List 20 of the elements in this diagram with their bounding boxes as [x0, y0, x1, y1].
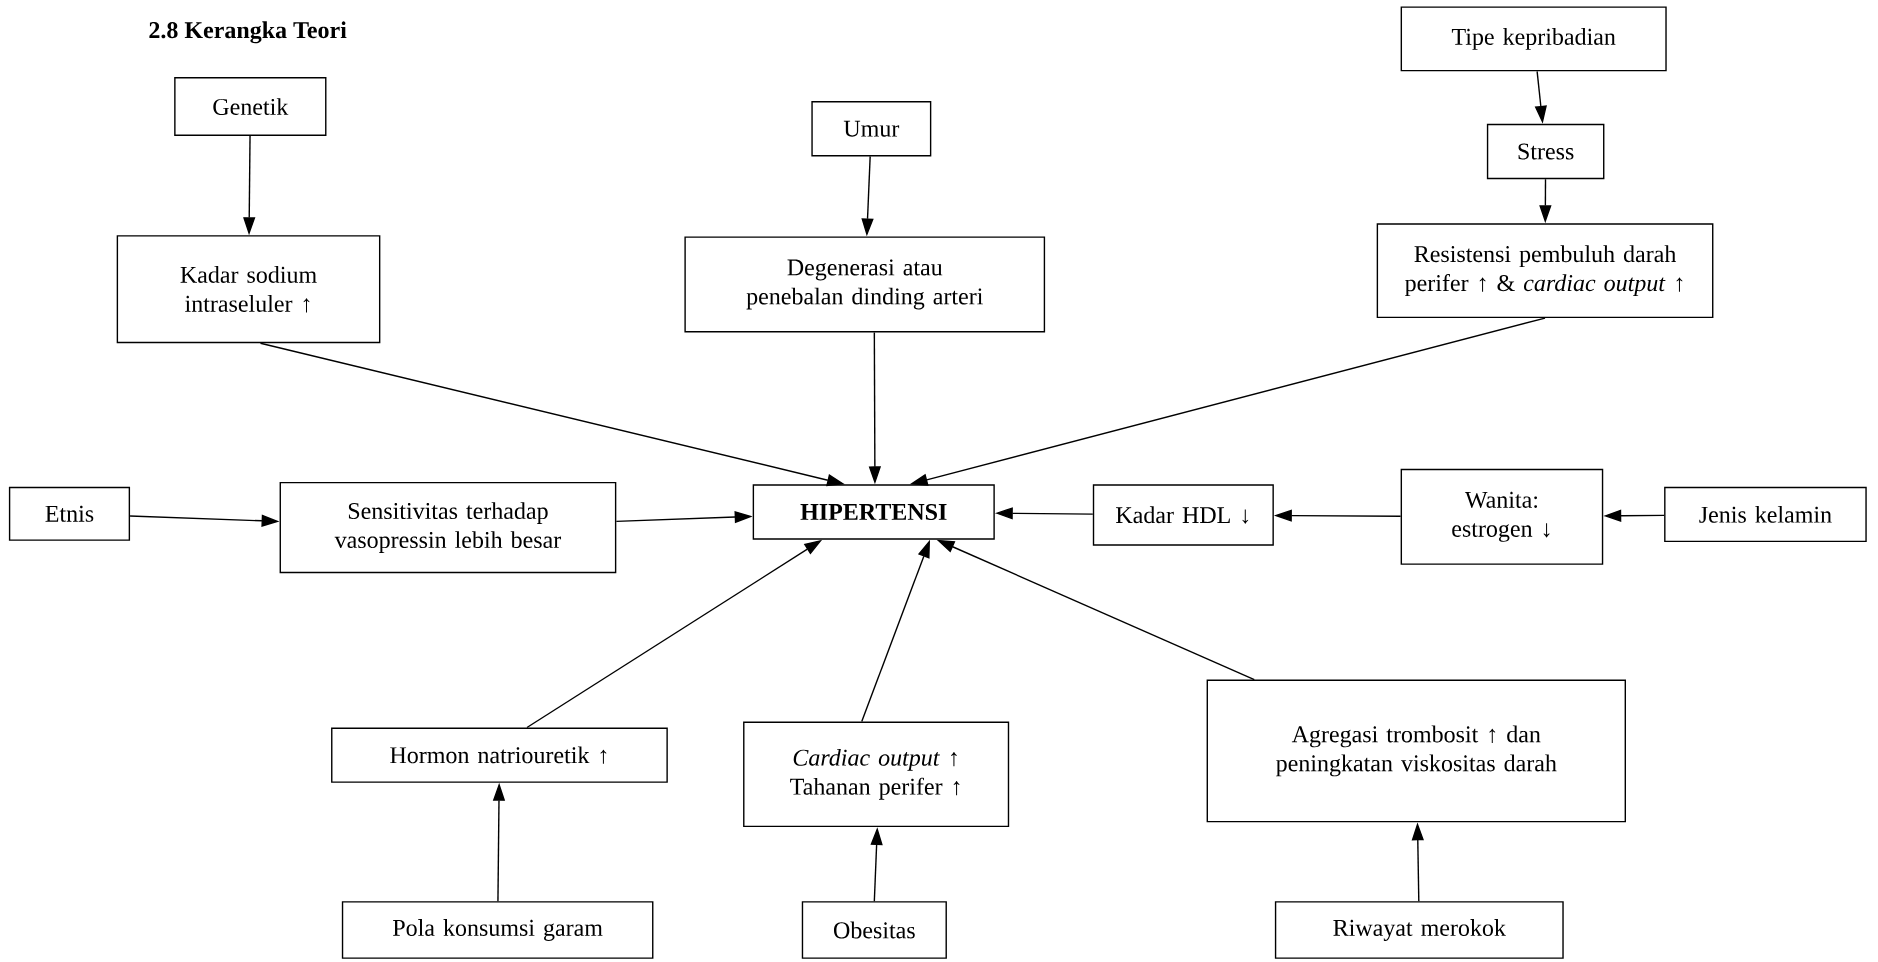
process-box: Etnis	[8, 486, 131, 541]
process-box: Pola konsumsi garam	[341, 901, 654, 959]
process-box: Sensitivitas terhadap vasopressin lebih besar	[279, 482, 617, 574]
process-box: Resistensi pembuluh darah perifer ↑ & cardiac output ↑	[1376, 223, 1714, 319]
process-box: Obesitas	[801, 901, 947, 959]
process-box: Riwayat merokok	[1274, 901, 1564, 959]
process-box: Tipe kepribadian	[1400, 6, 1667, 72]
process-box: Degenerasi atau penebalan dinding arteri	[684, 236, 1046, 333]
process-box: Hormon natriouretik ↑	[331, 727, 668, 783]
process-box: Kadar HDL ↓	[1092, 484, 1274, 546]
process-box: HIPERTENSI	[752, 484, 995, 540]
process-box: Kadar sodium intraseluler ↑	[116, 235, 381, 344]
process-box: Cardiac output ↑ Tahanan perifer ↑	[743, 721, 1010, 828]
process-box: Wanita: estrogen ↓	[1400, 468, 1604, 565]
process-box: Agregasi trombosit ↑ dan peningkatan viskositas darah	[1206, 679, 1626, 823]
process-box: Jenis kelamin	[1664, 486, 1867, 543]
process-box: Genetik	[174, 77, 327, 137]
process-box: Umur	[811, 101, 932, 157]
process-box: Stress	[1486, 123, 1605, 180]
heading: 2.8 Kerangka Teori	[149, 21, 347, 44]
